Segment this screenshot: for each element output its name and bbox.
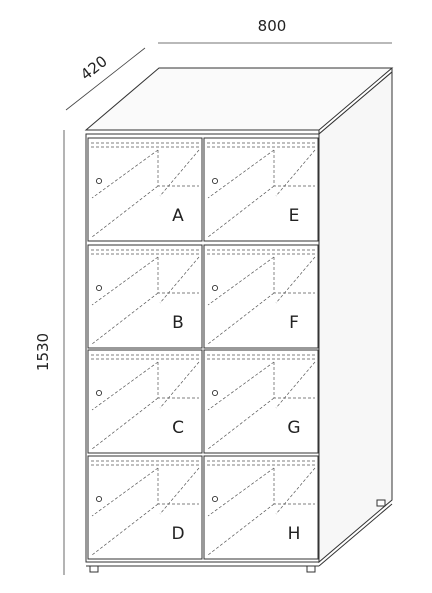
tray-diagonal-line	[275, 467, 316, 515]
tray-diagonal-line	[91, 256, 159, 306]
door-panel	[87, 137, 203, 242]
cabinet-side-panel	[318, 70, 393, 564]
lock-icon	[95, 495, 103, 503]
lock-icon	[95, 284, 103, 292]
width-dimension-label: 800	[258, 17, 287, 35]
door-c: C	[87, 349, 203, 454]
tray-diagonal-line	[91, 149, 159, 199]
foot-front-right	[306, 565, 316, 573]
door-panel	[87, 244, 203, 349]
tray-diagonal-line	[207, 185, 275, 238]
door-panel	[203, 244, 319, 349]
door-label: H	[288, 524, 301, 544]
door-label: C	[172, 418, 184, 438]
lock-icon	[211, 389, 219, 397]
door-label: G	[287, 418, 300, 438]
lock-icon	[95, 177, 103, 185]
tray-diagonal-line	[207, 397, 275, 450]
tray-diagonal-line	[275, 149, 316, 197]
door-h: H	[203, 455, 319, 560]
tray-diagonal-line	[207, 503, 275, 556]
lock-icon	[211, 177, 219, 185]
tray-diagonal-line	[159, 467, 200, 515]
door-label: A	[172, 206, 184, 226]
tray-diagonal-line	[159, 361, 200, 409]
tray-diagonal-line	[91, 503, 159, 556]
tray-diagonal-line	[275, 256, 316, 304]
door-panel	[203, 349, 319, 454]
tray-diagonal-line	[91, 467, 159, 517]
tray-diagonal-line	[91, 185, 159, 238]
door-label: F	[289, 313, 299, 333]
cabinet-body	[84, 67, 394, 567]
depth-dimension-line	[65, 47, 146, 111]
door-e: E	[203, 137, 319, 242]
tray-diagonal-line	[207, 467, 275, 517]
lock-icon	[211, 284, 219, 292]
cabinet-feet	[89, 499, 386, 573]
dimension-lines	[63, 42, 392, 575]
door-panel	[203, 455, 319, 560]
tray-diagonal-line	[207, 149, 275, 199]
tray-diagonal-line	[91, 397, 159, 450]
tray-diagonal-line	[91, 292, 159, 345]
door-label: E	[289, 206, 300, 226]
door-f: F	[203, 244, 319, 349]
door-label: B	[172, 313, 184, 333]
tray-diagonal-line	[275, 361, 316, 409]
door-panel	[87, 349, 203, 454]
lock-icon	[211, 495, 219, 503]
tray-diagonal-line	[91, 361, 159, 411]
tray-diagonal-line	[159, 149, 200, 197]
tray-diagonal-line	[207, 361, 275, 411]
door-label: D	[171, 524, 184, 544]
door-panel	[203, 137, 319, 242]
tray-diagonal-line	[207, 256, 275, 306]
foot-front-left	[89, 565, 99, 573]
door-g: G	[203, 349, 319, 454]
door-d: D	[87, 455, 203, 560]
door-a: A	[87, 137, 203, 242]
cabinet-doors: A B C D E F G H	[87, 137, 319, 560]
tray-diagonal-line	[207, 292, 275, 345]
height-dimension-label: 1530	[34, 333, 52, 371]
foot-back-right	[376, 499, 386, 507]
door-panel	[87, 455, 203, 560]
door-b: B	[87, 244, 203, 349]
tray-diagonal-line	[159, 256, 200, 304]
lock-icon	[95, 389, 103, 397]
